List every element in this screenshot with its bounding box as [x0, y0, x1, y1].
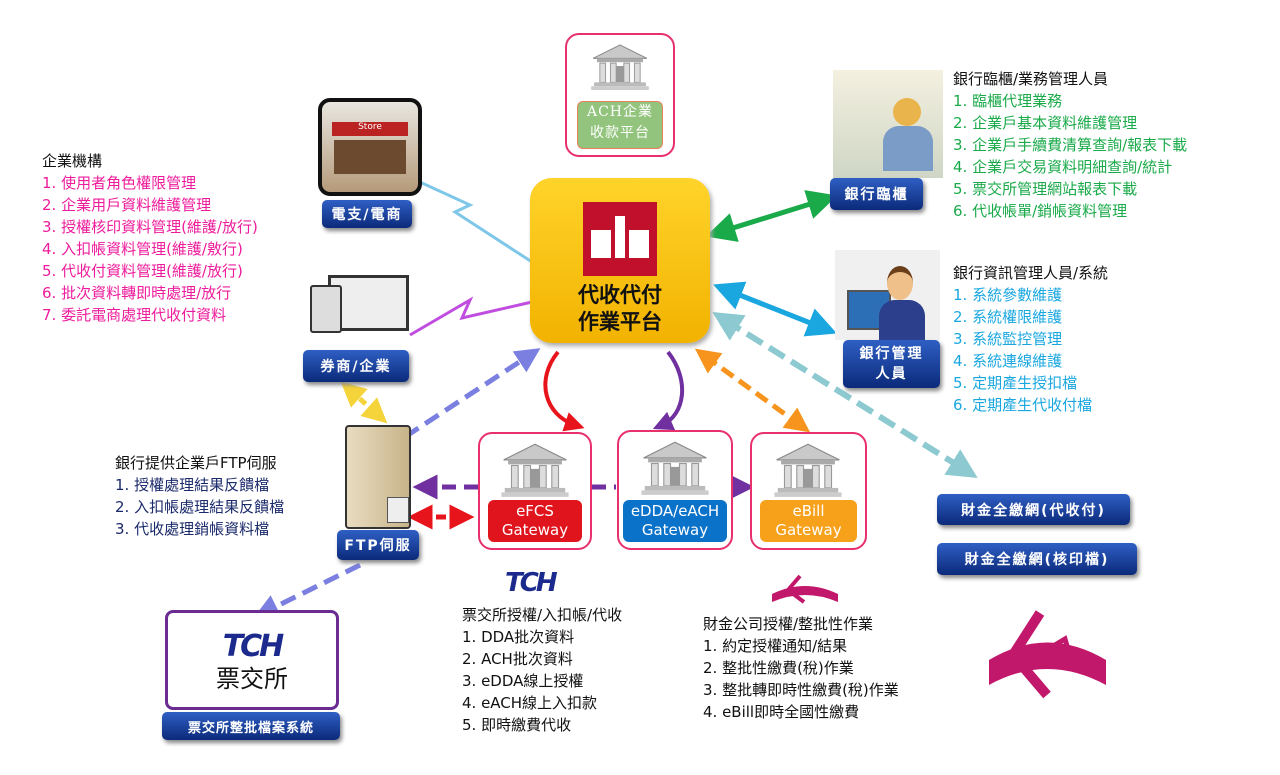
gateway-type: Gateway	[641, 521, 709, 539]
arrow-bank-admin	[713, 281, 837, 337]
tch-system-button[interactable]: 票交所整批檔案系統	[162, 712, 340, 740]
bank-staff-info: 銀行臨櫃/業務管理人員 1. 臨櫃代理業務 2. 企業戶基本資料維護管理 3. 企業…	[953, 68, 1187, 222]
list-item: 4. eACH線上入扣款	[462, 694, 598, 712]
list-item: 1. 臨櫃代理業務	[953, 92, 1063, 110]
central-title-1: 代收代付	[578, 283, 662, 307]
bank-icon	[500, 442, 570, 498]
list-item: 5. 代收付資料管理(維護/放行)	[42, 262, 243, 280]
central-title-2: 作業平台	[578, 310, 662, 334]
central-platform[interactable]: 代收代付 作業平台	[530, 178, 710, 343]
arrow-bank-counter	[705, 190, 838, 242]
lightning-broker	[409, 296, 533, 337]
ftp-info: 銀行提供企業戶FTP伺服 1. 授權處理結果反饋檔 2. 入扣帳處理結果反饋檔 3.…	[115, 452, 284, 540]
list-item: 3. 系統監控管理	[953, 330, 1063, 348]
fisc-info-title: 財金公司授權/整批性作業	[703, 615, 874, 633]
list-item: 6. 代收帳單/銷帳資料管理	[953, 202, 1128, 220]
arrow-fisc-network	[712, 312, 978, 478]
bank-staff-title: 銀行臨櫃/業務管理人員	[953, 70, 1109, 88]
list-item: 3. 整批轉即時性繳費(稅)作業	[703, 681, 899, 699]
list-item: 5. 票交所管理網站報表下載	[953, 180, 1138, 198]
list-item: 7. 委託電商處理代收付資料	[42, 306, 227, 324]
fisc-logo	[770, 572, 840, 604]
bank-teller-icon	[833, 70, 943, 178]
list-item: 3. 代收處理銷帳資料檔	[115, 520, 270, 538]
list-item: 4. 企業戶交易資料明細查詢/統計	[953, 158, 1173, 176]
gateway-type: Gateway	[775, 521, 842, 539]
list-item: 2. 企業用戶資料維護管理	[42, 196, 212, 214]
list-item: 4. 入扣帳資料管理(維護/敫行)	[42, 240, 243, 258]
bank-counter-button[interactable]: 銀行臨櫃	[830, 178, 923, 210]
ach-label-1: ACH企業	[586, 104, 654, 120]
server-icon	[345, 425, 411, 529]
ecommerce-button[interactable]: 電支/電商	[322, 200, 412, 228]
arrow-central-efcs	[543, 350, 585, 432]
list-item: 4. eBill即時全國性繳費	[703, 703, 860, 721]
list-item: 1. 約定授權通知/結果	[703, 637, 848, 655]
bank-admin-label-2: 人員	[875, 366, 908, 382]
arrow-ftp-tch	[253, 562, 362, 618]
tch-name: 票交所	[216, 665, 288, 693]
fisc-verify-button[interactable]: 財金全繳網(核印檔)	[937, 543, 1137, 575]
list-item: 6. 批次資料轉即時處理/放行	[42, 284, 232, 302]
tch-logo: TCH	[505, 568, 558, 598]
tch-info-title: 票交所授權/入扣帳/代收	[462, 606, 623, 624]
list-item: 3. 授權核印資料管理(維護/放行)	[42, 218, 258, 236]
list-item: 1. 系統參數維護	[953, 286, 1063, 304]
list-item: 1. DDA批次資料	[462, 628, 575, 646]
bank-icon	[585, 43, 655, 91]
ftp-button[interactable]: FTP伺服	[337, 530, 419, 560]
fisc-sir-logo	[583, 202, 657, 276]
fisc-logo-large	[985, 605, 1110, 700]
list-item: 3. eDDA線上授權	[462, 672, 584, 690]
bank-admin-label-1: 銀行管理	[859, 346, 924, 362]
store-icon: Store	[318, 98, 422, 196]
list-item: 2. 企業戶基本資料維護管理	[953, 114, 1138, 132]
list-item: 1. 授權處理結果反饋檔	[115, 476, 270, 494]
tch-system[interactable]: TCH 票交所	[165, 610, 339, 710]
bank-admin-button[interactable]: 銀行管理 人員	[843, 340, 940, 388]
bank-it-title: 銀行資訊管理人員/系統	[953, 264, 1109, 282]
list-item: 5. 即時繳費代收	[462, 716, 572, 734]
list-item: 2. 入扣帳處理結果反饋檔	[115, 498, 285, 516]
list-item: 4. 系統連線維護	[953, 352, 1063, 370]
list-item: 2. ACH批次資料	[462, 650, 573, 668]
enterprise-title: 企業機構	[42, 152, 103, 170]
arrow-ebill	[694, 348, 811, 433]
broker-button[interactable]: 券商/企業	[303, 350, 409, 382]
gateway-name: eBill	[792, 502, 825, 520]
list-item: 3. 企業戶手續費清算查詢/報表下載	[953, 136, 1188, 154]
tch-logo: TCH	[222, 629, 285, 664]
fisc-collect-button[interactable]: 財金全繳網(代收付)	[937, 494, 1130, 525]
list-item: 2. 系統權限維護	[953, 308, 1063, 326]
enterprise-info: 企業機構 1. 使用者角色權限管理 2. 企業用戶資料維護管理 3. 授權核印資料管…	[42, 150, 258, 326]
list-item: 1. 使用者角色權限管理	[42, 174, 197, 192]
ach-label-2: 收款平台	[590, 125, 650, 141]
gateway-name: eDDA/eACH	[630, 502, 720, 520]
bank-icon	[773, 442, 843, 498]
list-item: 5. 定期產生授扣檔	[953, 374, 1078, 392]
list-item: 2. 整批性繳費(稅)作業	[703, 659, 854, 677]
ftp-title: 銀行提供企業戶FTP伺服	[115, 454, 277, 472]
lightning-ecommerce	[397, 170, 533, 264]
arrow-central-edda	[652, 350, 685, 431]
arrow-broker-ftp	[340, 381, 388, 424]
bank-icon	[640, 440, 710, 496]
bank-it-info: 銀行資訊管理人員/系統 1. 系統參數維護 2. 系統權限維護 3. 系統監控管理 4…	[953, 262, 1108, 416]
list-item: 6. 定期產生代收付檔	[953, 396, 1093, 414]
tch-info: 票交所授權/入扣帳/代收 1. DDA批次資料 2. ACH批次資料 3. eDDA…	[462, 604, 622, 736]
admin-user-icon	[835, 250, 940, 340]
gateway-name: eFCS	[516, 502, 554, 520]
ach-platform[interactable]: ACH企業 收款平台	[565, 33, 675, 157]
computer-screens-icon	[300, 275, 409, 337]
gateway-type: Gateway	[501, 521, 569, 539]
fisc-info: 財金公司授權/整批性作業 1. 約定授權通知/結果 2. 整批性繳費(稅)作業 3.…	[703, 613, 899, 723]
